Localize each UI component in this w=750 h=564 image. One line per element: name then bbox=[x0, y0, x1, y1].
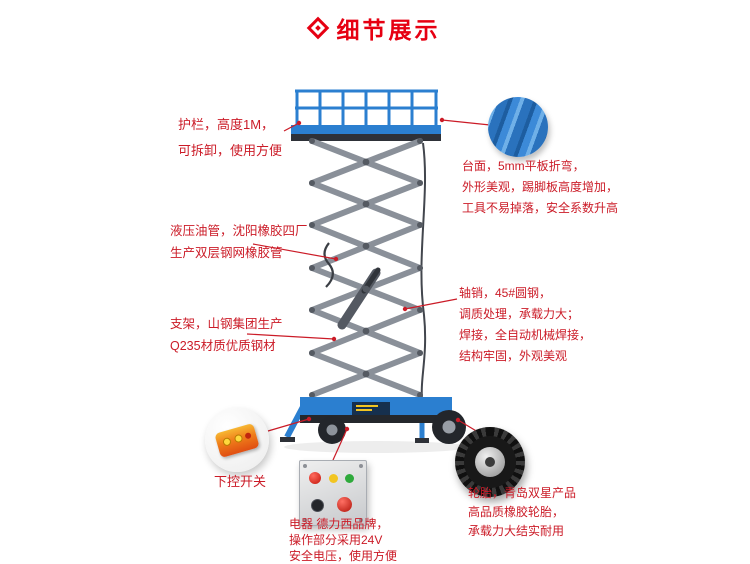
lift-base bbox=[300, 397, 452, 423]
callout-guardrail-line2: 可拆卸，使用方便 bbox=[178, 143, 283, 158]
callout-electric-line3: 安全电压，使用方便 bbox=[289, 549, 398, 563]
callout-guardrail: 护栏，高度1M， 可拆卸，使用方便 bbox=[178, 112, 282, 164]
remote-button-icon bbox=[233, 433, 244, 444]
lift-wheel-right bbox=[432, 410, 466, 444]
page-header: 细节展示 bbox=[0, 11, 750, 45]
control-box-photo bbox=[299, 460, 367, 526]
screw-icon bbox=[303, 464, 307, 468]
callout-tire-line1: 轮胎，青岛双星产品 bbox=[468, 486, 577, 500]
callout-tire-line2: 高品质橡胶轮胎， bbox=[468, 505, 565, 519]
callout-electric-line1: 电器 德力西品牌， bbox=[289, 517, 389, 531]
callout-platform-line2: 外形美观，踢脚板高度增加， bbox=[462, 180, 619, 194]
ground-shadow bbox=[284, 441, 468, 453]
remote-control-device bbox=[214, 422, 260, 459]
callout-pin-line4: 结构牢固，外观美观 bbox=[459, 349, 568, 363]
remote-button-icon bbox=[222, 436, 232, 447]
callout-hose-line1: 液压油管，沈阳橡胶四厂 bbox=[170, 224, 308, 238]
tire-hub-center bbox=[485, 457, 495, 467]
callout-hose-line2: 生产双层钢网橡胶管 bbox=[170, 246, 283, 260]
screw-icon bbox=[303, 518, 307, 522]
lift-pivot-pins bbox=[309, 138, 423, 398]
callout-guardrail-line1: 护栏，高度1M， bbox=[178, 117, 275, 132]
red-button-icon bbox=[309, 472, 321, 484]
diamond-icon bbox=[306, 16, 329, 40]
callout-frame-line1: 支架，山钢集团生产 bbox=[170, 317, 283, 331]
lift-wheel-left bbox=[318, 416, 346, 444]
screw-icon bbox=[359, 518, 363, 522]
callout-electric: 电器 德力西品牌， 操作部分采用24V 安全电压，使用方便 bbox=[289, 516, 397, 564]
callout-support-frame: 支架，山钢集团生产 Q235材质优质钢材 bbox=[170, 313, 283, 357]
callout-hydraulic-hose: 液压油管，沈阳橡胶四厂 生产双层钢网橡胶管 bbox=[170, 220, 308, 264]
tire-detail-photo bbox=[455, 427, 525, 497]
yellow-button-icon bbox=[329, 474, 338, 483]
green-button-icon bbox=[345, 474, 354, 483]
lift-guardrail bbox=[295, 89, 438, 126]
callout-pin-line2: 调质处理，承载力大； bbox=[459, 307, 580, 321]
page-title: 细节展示 bbox=[336, 17, 441, 43]
screw-icon bbox=[359, 464, 363, 468]
remote-indicator-icon bbox=[244, 432, 252, 440]
remote-control-photo bbox=[205, 408, 269, 472]
emergency-stop-icon bbox=[337, 497, 352, 512]
platform-detail-photo bbox=[488, 97, 548, 157]
callout-platform: 台面，5mm平板折弯， 外形美观，踢脚板高度增加， 工具不易掉落，安全系数升高 bbox=[462, 156, 618, 219]
callout-platform-line3: 工具不易掉落，安全系数升高 bbox=[462, 201, 619, 215]
black-knob-icon bbox=[311, 499, 324, 512]
lift-scissor-arms bbox=[309, 138, 423, 398]
callout-electric-line2: 操作部分采用24V bbox=[289, 533, 383, 547]
callout-tire-line3: 承载力大结实耐用 bbox=[468, 524, 565, 538]
callout-axle-pin: 轴销，45#圆钢， 调质处理，承载力大； 焊接，全自动机械焊接， 结构牢固，外观… bbox=[459, 283, 591, 367]
callout-tire: 轮胎，青岛双星产品 高品质橡胶轮胎， 承载力大结实耐用 bbox=[468, 484, 576, 541]
callout-frame-line2: Q235材质优质钢材 bbox=[170, 339, 276, 353]
lift-platform-deck bbox=[291, 125, 441, 141]
scissor-lift-illustration bbox=[280, 89, 468, 453]
callout-lower-control-switch: 下控开关 bbox=[214, 474, 267, 489]
callout-pin-line1: 轴销，45#圆钢， bbox=[459, 286, 552, 300]
callout-platform-line1: 台面，5mm平板折弯， bbox=[462, 159, 585, 173]
callout-pin-line3: 焊接，全自动机械焊接， bbox=[459, 328, 592, 342]
